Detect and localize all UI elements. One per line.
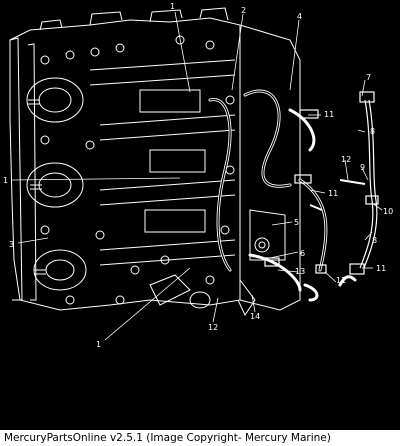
callout-12: 12 <box>341 155 351 164</box>
callout-13: 13 <box>295 267 305 276</box>
callout-8: 8 <box>370 127 375 136</box>
callout-7: 7 <box>366 73 371 82</box>
engine-block <box>9 7 241 311</box>
callout-1: 1 <box>170 2 175 11</box>
callout-5: 5 <box>294 218 299 227</box>
callout-11: 11 <box>376 264 386 273</box>
callout-11: 11 <box>324 110 334 119</box>
callout-3: 3 <box>9 240 14 249</box>
callout-8: 8 <box>372 236 377 245</box>
callout-4: 4 <box>297 12 302 21</box>
callout-11: 11 <box>328 189 338 198</box>
callout-10: 10 <box>383 207 393 216</box>
callout-11: 11 <box>336 276 346 285</box>
copyright-caption: MercuryPartsOnline v2.5.1 (Image Copyrig… <box>0 430 400 446</box>
callout-1: 1 <box>3 176 8 185</box>
callout-1: 1 <box>96 340 101 349</box>
callout-6: 6 <box>300 249 305 258</box>
callout-12: 12 <box>208 323 218 332</box>
callout-labels: 1 2 3 4 1 1 5 6 7 8 8 9 10 11 11 11 11 1… <box>3 2 393 349</box>
callout-2: 2 <box>241 6 246 15</box>
callout-9: 9 <box>360 163 365 172</box>
hose-outlines <box>209 90 327 271</box>
engine-parts-diagram: 1 2 3 4 1 1 5 6 7 8 8 9 10 11 11 11 11 1… <box>3 2 394 349</box>
callout-14: 14 <box>250 312 260 321</box>
fuel-line-assembly <box>264 91 379 275</box>
leader-lines <box>11 11 383 341</box>
